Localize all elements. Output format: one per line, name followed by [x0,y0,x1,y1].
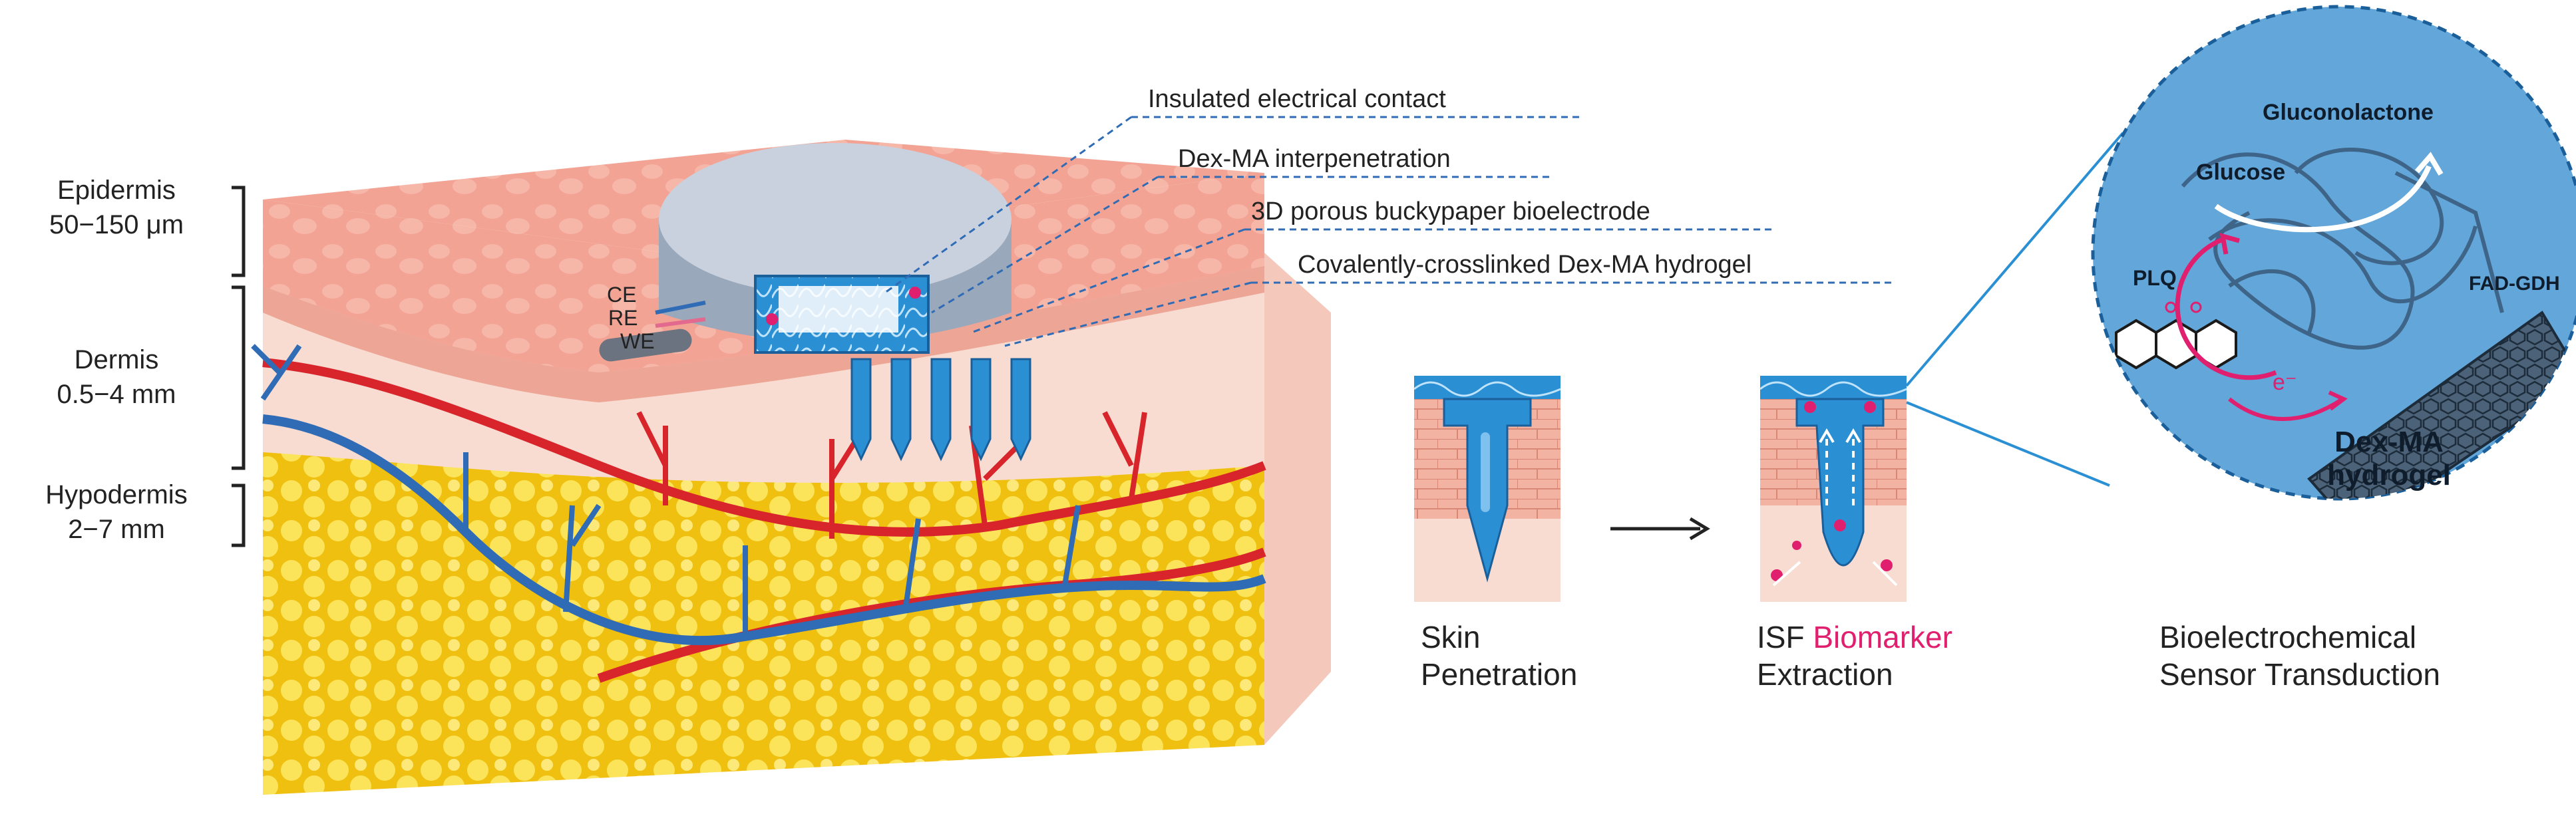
enzyme-structure [2181,148,2504,350]
epidermis-range: 50−150 μm [49,210,184,239]
hypodermis-layer [263,452,1264,795]
ce-label: CE [607,283,637,307]
caption-penetration-line1: Skin [1421,620,1481,654]
caption-penetration: Skin Penetration [1421,619,1577,693]
biomarker-word: Biomarker [1813,620,1952,654]
dermis-name: Dermis [74,345,159,374]
gluconolactone-label: Gluconolactone [2263,100,2434,125]
skin-block-side [1264,253,1331,745]
microneedle-array [850,358,1031,462]
capillaries-red [636,411,1147,539]
callout-buckypaper: 3D porous buckypaper bioelectrode [1251,198,1650,225]
caption-transduction-line1: Bioelectrochemical [2159,620,2417,654]
callout-insulated-contact: Insulated electrical contact [1148,85,1446,113]
plq-label: PLQ [2133,266,2177,290]
callout-lines [884,116,1893,347]
hydrogel-label-line2: hydrogel [2327,459,2451,491]
hypodermis-name: Hypodermis [45,480,188,509]
hypodermis-label: Hypodermis 2−7 mm [7,478,226,547]
caption-extraction: ISF Biomarker Extraction [1757,619,1952,693]
layer-brackets [232,186,246,547]
oxidation-arrow [2214,165,2432,233]
ce-wire [655,301,706,315]
callout-hydrogel: Covalently-crosslinked Dex-MA hydrogel [1298,251,1752,279]
hydrogel-label: Dex-MA hydrogel [2316,426,2462,492]
caption-penetration-line2: Penetration [1421,657,1578,692]
caption-extraction-line2: Extraction [1757,657,1893,692]
dermis-label: Dermis 0.5−4 mm [7,343,226,412]
process-arrow [1610,517,1710,541]
dermis-range: 0.5−4 mm [57,380,176,409]
we-label: WE [620,329,655,353]
electron-label: e⁻ [2273,370,2297,395]
bioelectrode-film [779,286,898,333]
hypodermis-range: 2−7 mm [68,515,165,544]
hydrogel-label-line1: Dex-MA [2334,426,2444,458]
fad-gdh-label: FAD-GDH [2469,273,2560,295]
glucose-label: Glucose [2196,160,2286,185]
callout-dexma-interpenetration: Dex-MA interpenetration [1178,145,1451,173]
plq-molecule [2115,319,2237,370]
re-wire [655,317,706,328]
electron-arrow [2228,397,2344,421]
caption-transduction-line2: Sensor Transduction [2159,657,2440,692]
caption-transduction: Bioelectrochemical Sensor Transduction [2159,619,2440,693]
redox-arrow [2175,237,2277,380]
swollen-needle [1795,398,1885,567]
microneedle-patch [599,143,1031,462]
carbon-nanotube [2307,311,2576,499]
epidermis-name: Epidermis [57,176,176,205]
panel-extraction [1759,376,1907,602]
vein [262,414,1266,646]
re-label: RE [608,306,638,330]
zoom-circle [2091,5,2576,501]
panel-penetration [1413,376,1561,602]
artery [262,358,1266,537]
we-connector [599,329,692,362]
epidermis-label: Epidermis 50−150 μm [7,173,226,242]
caption-extraction-line1: ISF Biomarker [1757,619,1952,656]
isf-word: ISF [1757,620,1805,654]
zoom-connectors [1905,132,2124,487]
capillaries-blue [463,452,1081,632]
patch-top [659,143,1012,296]
dermal-junction [263,266,1264,402]
